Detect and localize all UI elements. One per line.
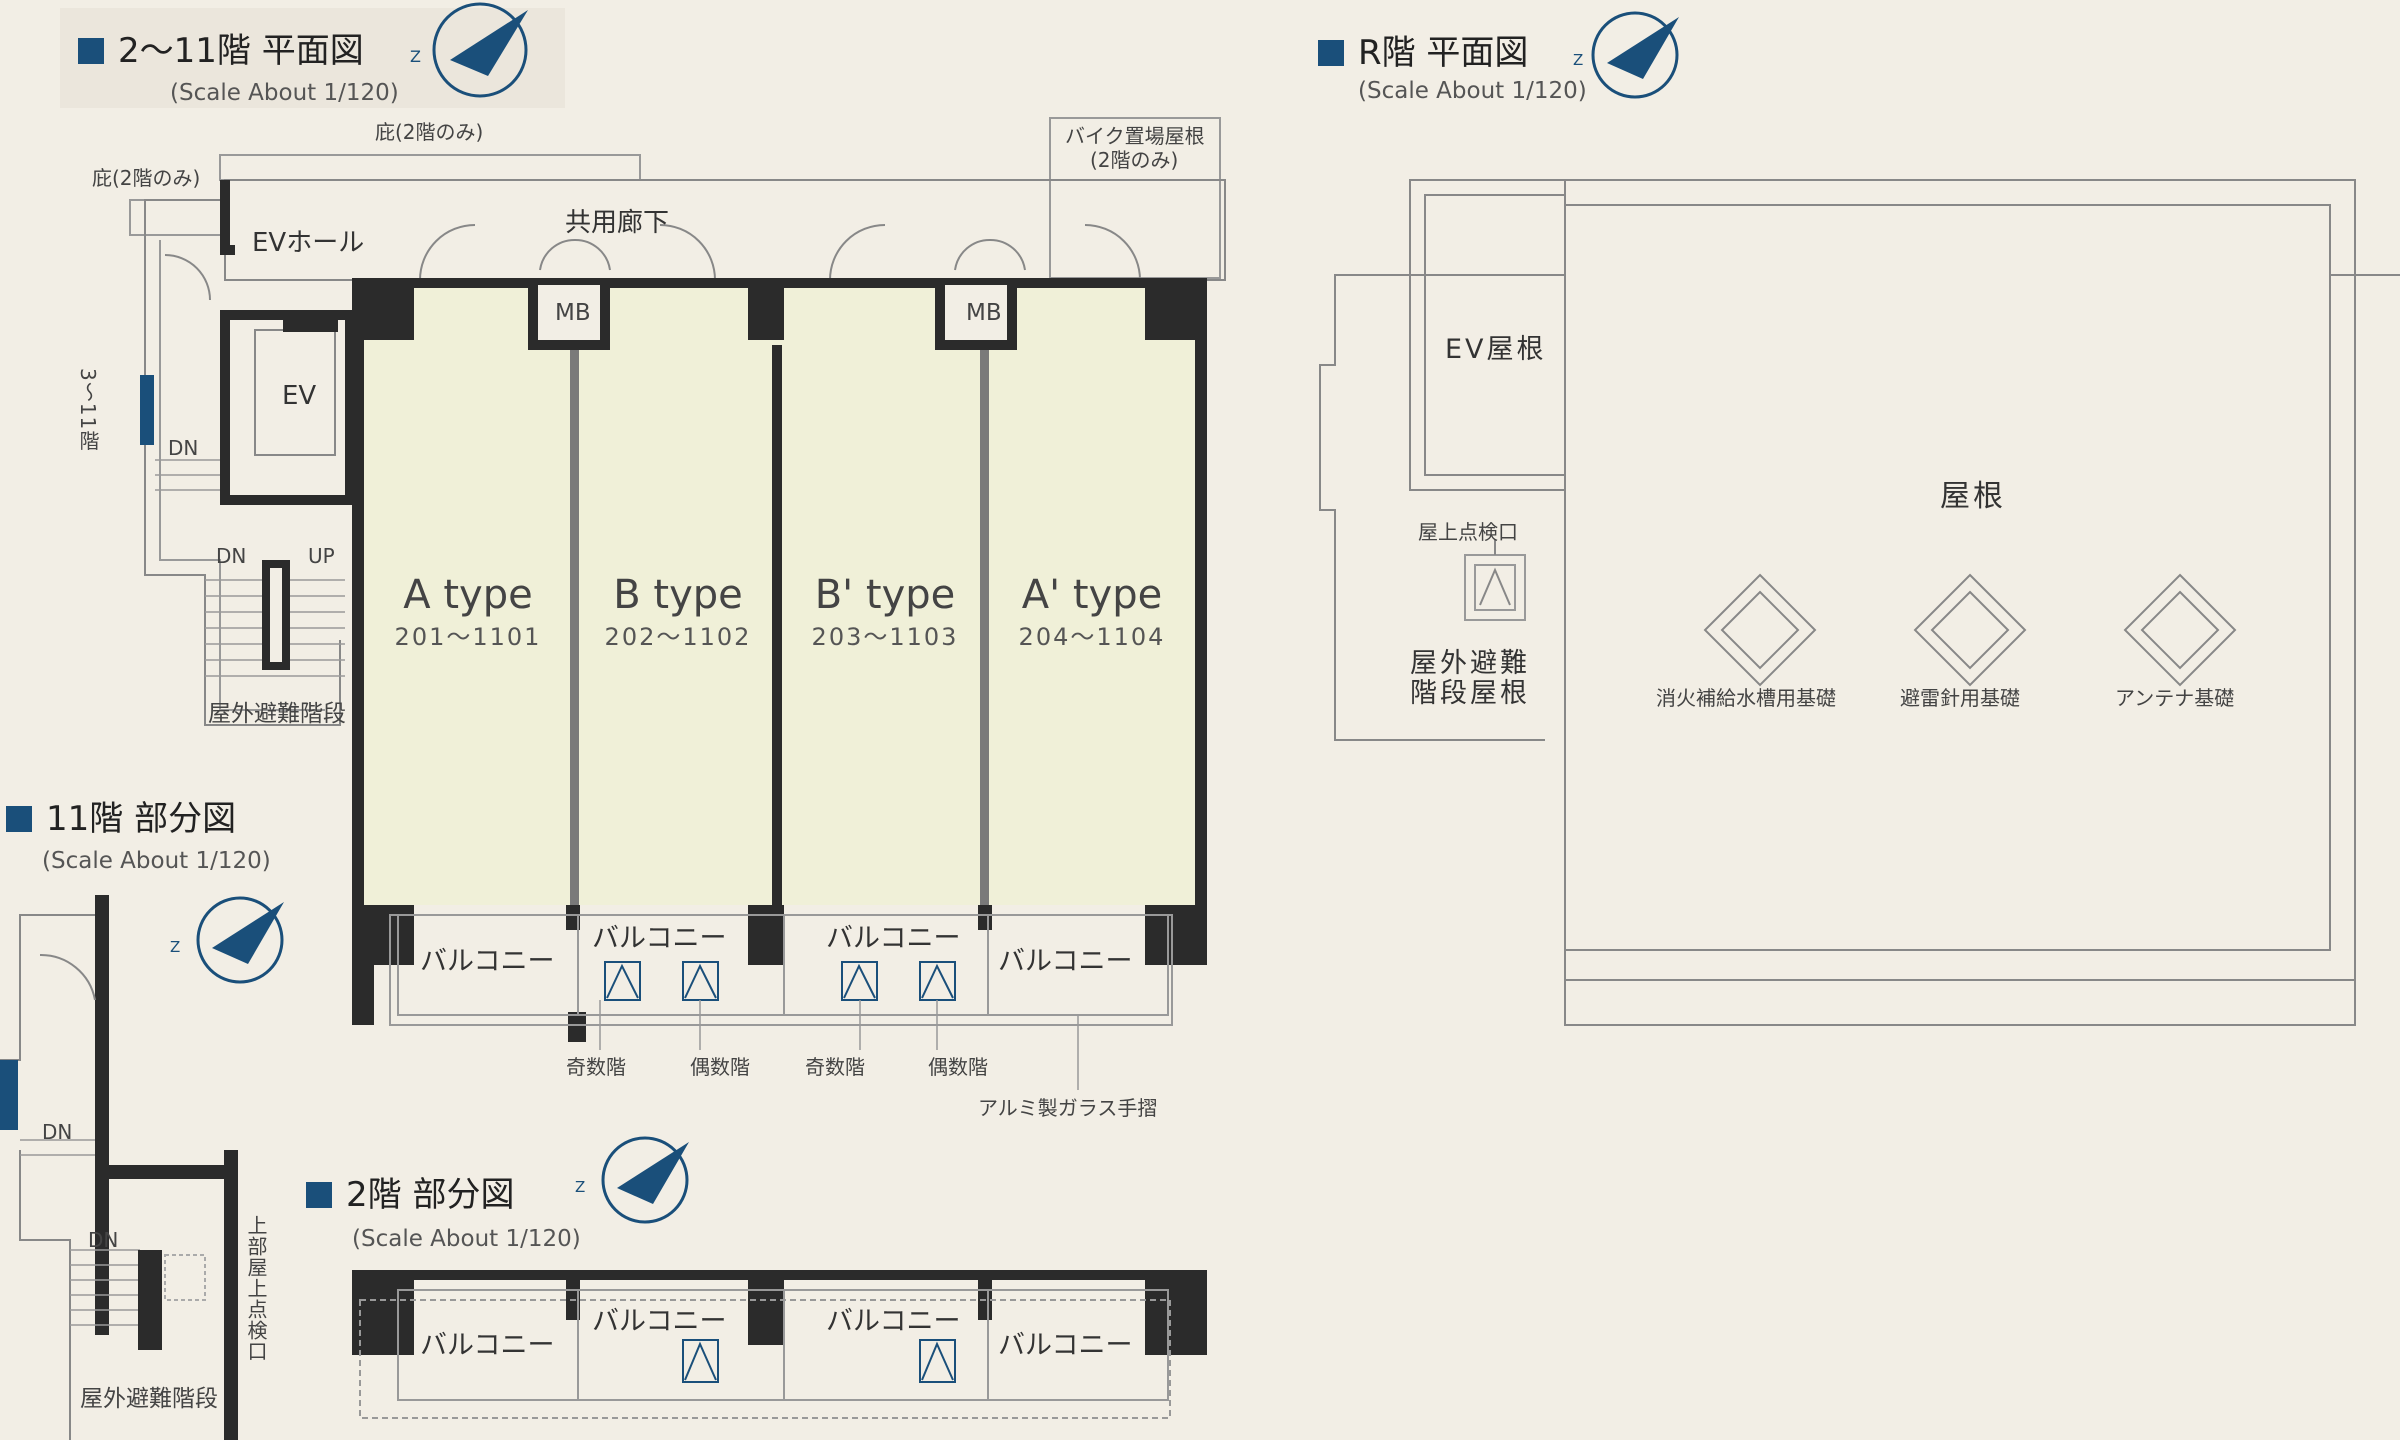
label-railing: アルミ製ガラス手摺 — [978, 1096, 1158, 1120]
label-bike-roof-sub: (2階のみ) — [1090, 148, 1179, 172]
plan-2-drawing — [352, 1270, 1207, 1419]
balcony-label-4: バルコニー — [998, 946, 1133, 977]
scale-note-11: (Scale About 1/120) — [42, 848, 271, 874]
svg-text:Z: Z — [170, 938, 180, 956]
scale-note-2-11: (Scale About 1/120) — [170, 80, 399, 106]
label-corridor: 共用廊下 — [565, 208, 670, 238]
label-eave-left: 庇(2階のみ) — [92, 166, 201, 190]
unit-a-prime-rooms: 204〜1104 — [1018, 623, 1166, 651]
unit-blocks — [352, 278, 1207, 1090]
heading-bullet — [306, 1182, 332, 1208]
label-stairs-roof-1: 屋外避難 — [1410, 648, 1530, 679]
label-eave-top: 庇(2階のみ) — [375, 120, 484, 144]
balcony-label-1: バルコニー — [420, 946, 555, 977]
label-dn-11-2: DN — [88, 1228, 119, 1252]
plan-r-drawing — [1319, 179, 2400, 1026]
label-roof-inspection-above: 上部屋上点検口 — [244, 1215, 268, 1362]
unit-a-prime-type: A' type — [1021, 572, 1163, 618]
label-outdoor-stairs-11: 屋外避難階段 — [80, 1386, 218, 1412]
balcony-label-2: バルコニー — [592, 923, 727, 954]
label-roof: 屋根 — [1940, 479, 2006, 514]
label-foundation-lightning: 避雷針用基礎 — [1900, 686, 2020, 710]
balcony-label-3: バルコニー — [826, 923, 961, 954]
heading-bullet — [1318, 40, 1344, 66]
unit-b-rooms: 202〜1102 — [604, 623, 752, 651]
label-up: UP — [308, 544, 335, 568]
heading-plan-2: 2階 部分図 — [306, 1178, 514, 1212]
heading-plan-11-text: 11階 部分図 — [46, 799, 237, 839]
label-ev-hall: EVホール — [252, 228, 365, 258]
label-dn-11-1: DN — [42, 1120, 73, 1144]
label-dn-2: DN — [216, 544, 247, 568]
unit-a-rooms: 201〜1101 — [394, 623, 542, 651]
balcony-label-2f-2: バルコニー — [592, 1306, 727, 1337]
label-roof-hatch: 屋上点検口 — [1418, 520, 1518, 544]
compass-rose-icon: Z Z Z Z — [170, 2, 1679, 1224]
scale-note-2: (Scale About 1/120) — [352, 1226, 581, 1252]
heading-bullet — [78, 38, 104, 64]
svg-text:Z: Z — [1573, 51, 1583, 69]
label-even-floor-2: 偶数階 — [928, 1055, 988, 1079]
label-bike-roof: バイク置場屋根 — [1065, 124, 1205, 148]
balcony-label-2f-4: バルコニー — [998, 1330, 1133, 1361]
plan-11-drawing — [0, 895, 238, 1440]
heading-plan-2-11: 2〜11階 平面図 — [78, 34, 364, 68]
label-odd-floor-2: 奇数階 — [805, 1055, 865, 1079]
label-stairs-roof-2: 階段屋根 — [1410, 678, 1530, 709]
unit-b-prime-type: B' type — [814, 572, 956, 618]
scale-note-r: (Scale About 1/120) — [1358, 78, 1587, 104]
unit-a-type: A type — [403, 572, 533, 618]
label-outdoor-stairs: 屋外避難階段 — [208, 701, 346, 727]
label-floors-3-11: 3〜11階 — [76, 368, 100, 452]
heading-plan-r-text: R階 平面図 — [1358, 33, 1529, 73]
label-foundation-water: 消火補給水槽用基礎 — [1656, 686, 1836, 710]
unit-b-prime-rooms: 203〜1103 — [811, 623, 959, 651]
label-mb-2: MB — [966, 300, 1002, 326]
balcony-label-2f-3: バルコニー — [826, 1306, 961, 1337]
label-ev-roof: EV屋根 — [1445, 334, 1547, 365]
label-mb-1: MB — [555, 300, 591, 326]
unit-b-type: B type — [613, 572, 743, 618]
label-foundation-antenna: アンテナ基礎 — [2115, 686, 2235, 710]
heading-plan-2-text: 2階 部分図 — [346, 1175, 515, 1215]
svg-text:Z: Z — [575, 1178, 585, 1196]
heading-bullet — [6, 806, 32, 832]
heading-plan-2-11-text: 2〜11階 平面図 — [118, 31, 364, 71]
balcony-label-2f-1: バルコニー — [420, 1330, 555, 1361]
heading-plan-r: R階 平面図 — [1318, 36, 1528, 70]
label-ev: EV — [282, 381, 317, 411]
svg-text:Z: Z — [410, 47, 421, 66]
heading-plan-11: 11階 部分図 — [6, 802, 236, 836]
label-even-floor-1: 偶数階 — [690, 1055, 750, 1079]
label-odd-floor-1: 奇数階 — [566, 1055, 626, 1079]
label-dn-1: DN — [168, 436, 199, 460]
